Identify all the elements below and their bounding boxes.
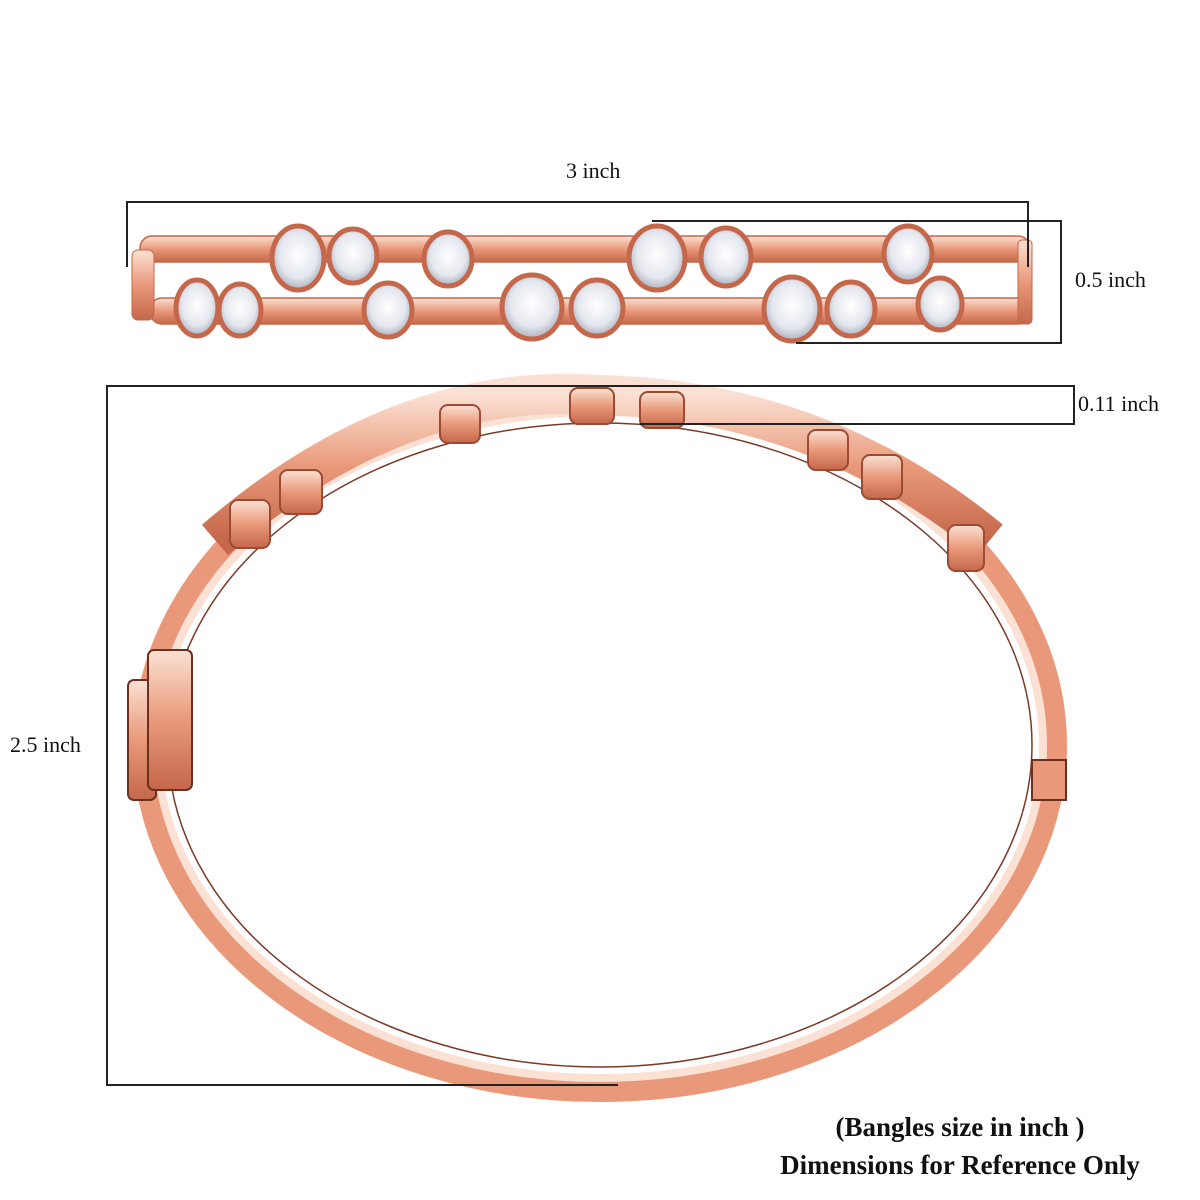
dim-line-diameter-left bbox=[106, 385, 108, 1086]
footer-size-note: (Bangles size in inch ) bbox=[835, 1112, 1085, 1142]
dim-line-width-right-tick bbox=[1027, 201, 1029, 267]
dim-line-thickness-top bbox=[106, 385, 1075, 387]
dimension-thickness-label: 0.11 inch bbox=[1078, 391, 1160, 416]
dim-line-diameter-bottom bbox=[106, 1084, 618, 1086]
dim-line-height-top bbox=[652, 220, 1062, 222]
dimension-height-label: 0.5 inch bbox=[1075, 267, 1146, 292]
dim-line-width-left-tick bbox=[126, 201, 128, 267]
dim-line-thickness-right bbox=[1073, 385, 1075, 425]
dimension-diameter-label: 2.5 inch bbox=[10, 732, 81, 757]
dimension-width-label: 3 inch bbox=[566, 158, 621, 183]
footer-reference-note: Dimensions for Reference Only bbox=[780, 1150, 1140, 1180]
dim-line-height-right bbox=[1060, 220, 1062, 344]
dim-line-height-bottom bbox=[796, 342, 1062, 344]
dim-line-width-top bbox=[126, 201, 1029, 203]
dim-line-thickness-bottom bbox=[640, 423, 1075, 425]
